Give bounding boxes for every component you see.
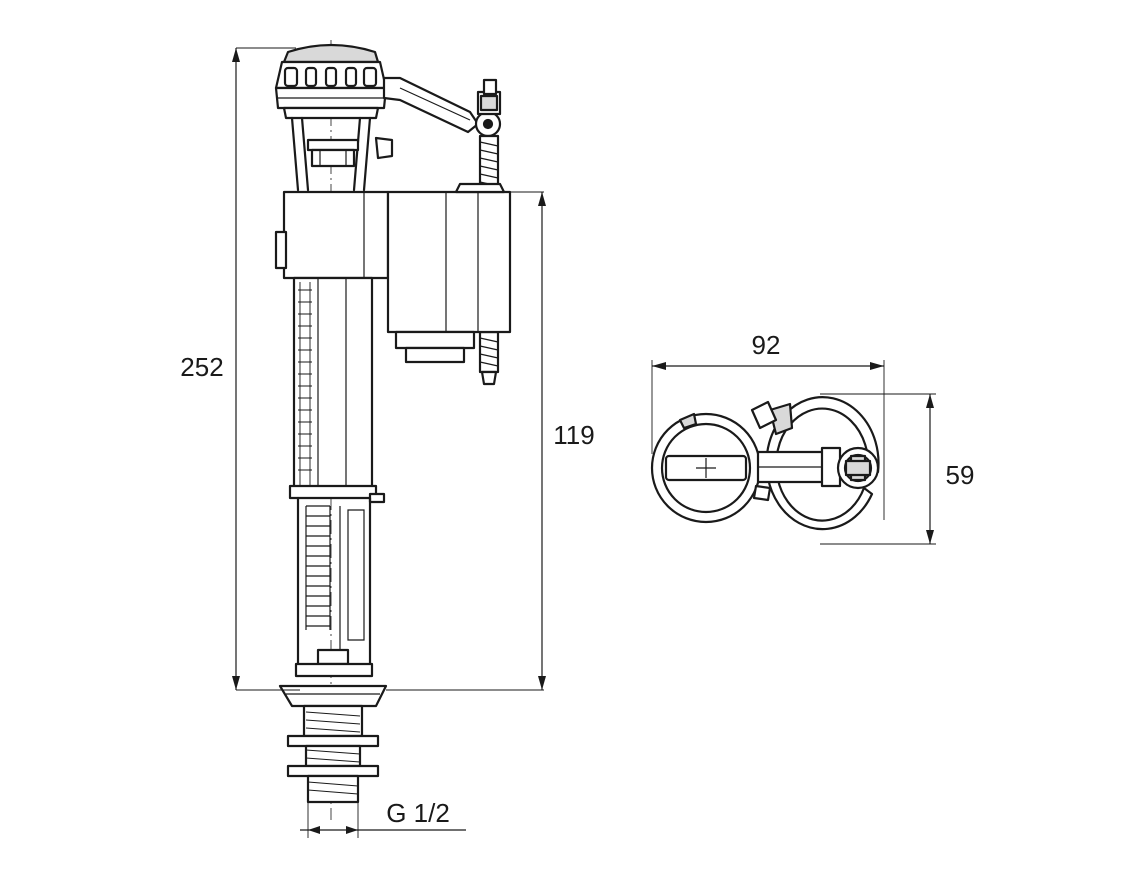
bellows	[294, 496, 374, 678]
float-ring	[750, 396, 880, 531]
dimension-top-depth	[820, 393, 936, 545]
threaded-shank	[286, 711, 380, 804]
float-height-label: 119	[553, 420, 594, 450]
lever-arm	[382, 76, 502, 138]
top-width-label: 92	[752, 330, 781, 360]
base-flange	[278, 684, 388, 738]
top-view: 92 59	[650, 330, 975, 545]
float-head	[274, 182, 512, 364]
thread-label: G 1/2	[386, 798, 450, 828]
top-arm	[756, 446, 880, 490]
valve-head	[650, 412, 772, 524]
side-view: 252 119 G 1/2	[180, 40, 595, 838]
top-depth-label: 59	[946, 460, 975, 490]
dimension-float-height	[386, 191, 546, 691]
top-cap	[274, 43, 388, 120]
dimension-overall-height	[232, 47, 300, 691]
overall-height-label: 252	[180, 352, 223, 382]
main-tube	[288, 276, 386, 504]
dimension-top-width	[651, 360, 885, 520]
dimension-thread	[300, 802, 466, 838]
valve-cage	[290, 116, 394, 192]
